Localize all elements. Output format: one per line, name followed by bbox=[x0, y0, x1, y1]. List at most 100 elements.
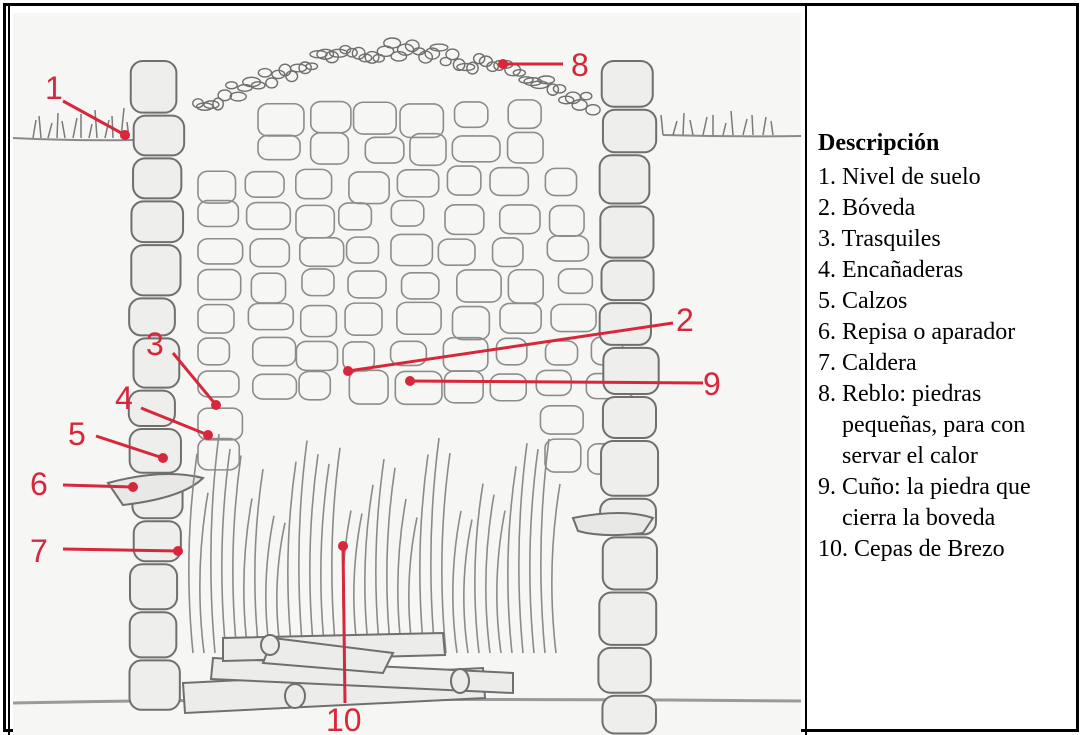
legend-item: 10. Cepas de Brezo bbox=[818, 534, 1031, 565]
wall-stone bbox=[545, 168, 576, 195]
flame-stroke bbox=[244, 498, 252, 653]
pillar-stone bbox=[603, 537, 657, 589]
pillar-stone bbox=[603, 348, 658, 394]
wall-stone bbox=[402, 273, 439, 299]
pillar-stone bbox=[602, 261, 654, 300]
callout-2: 2 bbox=[676, 302, 694, 338]
wall-stone bbox=[455, 102, 488, 127]
pillar-stone bbox=[600, 303, 651, 345]
flames bbox=[189, 434, 560, 653]
legend-item: 5. Calzos bbox=[818, 286, 1031, 317]
shelf-right bbox=[573, 513, 653, 535]
pillar-stone bbox=[131, 201, 183, 242]
shelf bbox=[108, 474, 203, 505]
wall-stone bbox=[198, 239, 243, 264]
wall-stone bbox=[493, 238, 523, 267]
flame-stroke bbox=[541, 439, 549, 653]
wall-stone bbox=[438, 239, 475, 265]
pillar-stone bbox=[134, 521, 181, 561]
legend-title: Descripción bbox=[818, 128, 1031, 159]
wall-stone bbox=[547, 236, 588, 261]
wall-stone bbox=[391, 201, 423, 227]
legend-item: 4. Encañaderas bbox=[818, 255, 1031, 286]
wall-stone bbox=[301, 306, 337, 337]
wall-stone bbox=[348, 271, 386, 298]
rubble-stone bbox=[586, 105, 600, 115]
wall-stone bbox=[558, 269, 592, 293]
wall-stone bbox=[258, 104, 304, 136]
wall-stone bbox=[395, 371, 442, 404]
flame-stroke bbox=[211, 434, 219, 653]
callout-9: 9 bbox=[703, 366, 721, 402]
legend-list: 1. Nivel de suelo2. Bóveda3. Trasquiles4… bbox=[818, 162, 1031, 565]
wall-stone bbox=[500, 205, 540, 234]
legend-item: 3. Trasquiles bbox=[818, 224, 1031, 255]
flame-stroke bbox=[530, 449, 538, 653]
wall-stone bbox=[347, 237, 379, 263]
flame-stroke bbox=[332, 448, 340, 653]
rubble-stone bbox=[553, 85, 565, 93]
flame-stroke bbox=[299, 441, 307, 653]
wall-stone bbox=[391, 234, 432, 265]
wall-stone bbox=[508, 132, 544, 163]
wall-stone bbox=[349, 370, 388, 404]
rubble-stone bbox=[266, 78, 278, 88]
rubble-stone bbox=[272, 70, 285, 78]
callout-3: 3 bbox=[146, 326, 164, 362]
oven-sketch: 1 2 3 4 5 6 7 8 9 10 bbox=[13, 13, 801, 735]
wall-stone bbox=[349, 172, 389, 204]
flame-stroke bbox=[497, 511, 505, 653]
flame-stroke bbox=[508, 466, 516, 653]
panel-divider bbox=[805, 3, 807, 735]
flame-stroke bbox=[464, 519, 472, 653]
wall-stone bbox=[296, 341, 337, 370]
wall-stone bbox=[248, 304, 293, 330]
wall-stone bbox=[397, 302, 441, 334]
flame-stroke bbox=[475, 484, 483, 653]
wall-stone bbox=[410, 134, 446, 166]
pillar-stone bbox=[130, 612, 177, 657]
flame-stroke bbox=[233, 456, 241, 653]
logs bbox=[183, 633, 513, 713]
wall-stone bbox=[300, 238, 344, 267]
callout-10: 10 bbox=[326, 702, 362, 735]
wall-stone bbox=[490, 168, 528, 196]
callout-8: 8 bbox=[571, 47, 589, 83]
wall-stone bbox=[354, 102, 397, 134]
pillar-stone bbox=[600, 155, 650, 203]
flame-stroke bbox=[453, 511, 461, 653]
left-pillar bbox=[129, 61, 184, 710]
wall-stone bbox=[198, 270, 241, 300]
flame-stroke bbox=[398, 499, 406, 653]
pillar-stone bbox=[131, 61, 177, 113]
pillar-stone bbox=[130, 564, 177, 609]
wall-stone bbox=[551, 304, 596, 331]
legend-item: pequeñas, para con bbox=[818, 410, 1031, 441]
wall-stone bbox=[545, 439, 581, 472]
wall-stone bbox=[445, 371, 484, 403]
flame-stroke bbox=[321, 464, 329, 653]
wall-stone bbox=[452, 136, 500, 162]
flame-stroke bbox=[200, 493, 208, 653]
rubble-stone bbox=[226, 82, 237, 89]
flame-stroke bbox=[552, 484, 560, 653]
wall-stone bbox=[540, 406, 583, 434]
flame-stroke bbox=[365, 485, 373, 653]
rubble-stone bbox=[457, 64, 475, 71]
wall-stone bbox=[253, 337, 296, 365]
rubble-stone bbox=[230, 92, 246, 101]
wall-stone bbox=[447, 166, 480, 195]
wall-stone bbox=[302, 269, 334, 296]
wall-stone bbox=[198, 171, 236, 203]
rubble-stone bbox=[258, 69, 271, 77]
legend-item: 2. Bóveda bbox=[818, 193, 1031, 224]
wall-stone bbox=[365, 137, 404, 163]
rubble-stone bbox=[581, 92, 592, 99]
legend-item: cierra la boveda bbox=[818, 503, 1031, 534]
legend-item: 6. Repisa o aparador bbox=[818, 317, 1031, 348]
wall-stone bbox=[496, 338, 526, 365]
wall-stone bbox=[508, 100, 541, 128]
flame-stroke bbox=[420, 454, 428, 653]
legend-item: 9. Cuño: la piedra que bbox=[818, 472, 1031, 503]
flame-stroke bbox=[376, 459, 384, 653]
